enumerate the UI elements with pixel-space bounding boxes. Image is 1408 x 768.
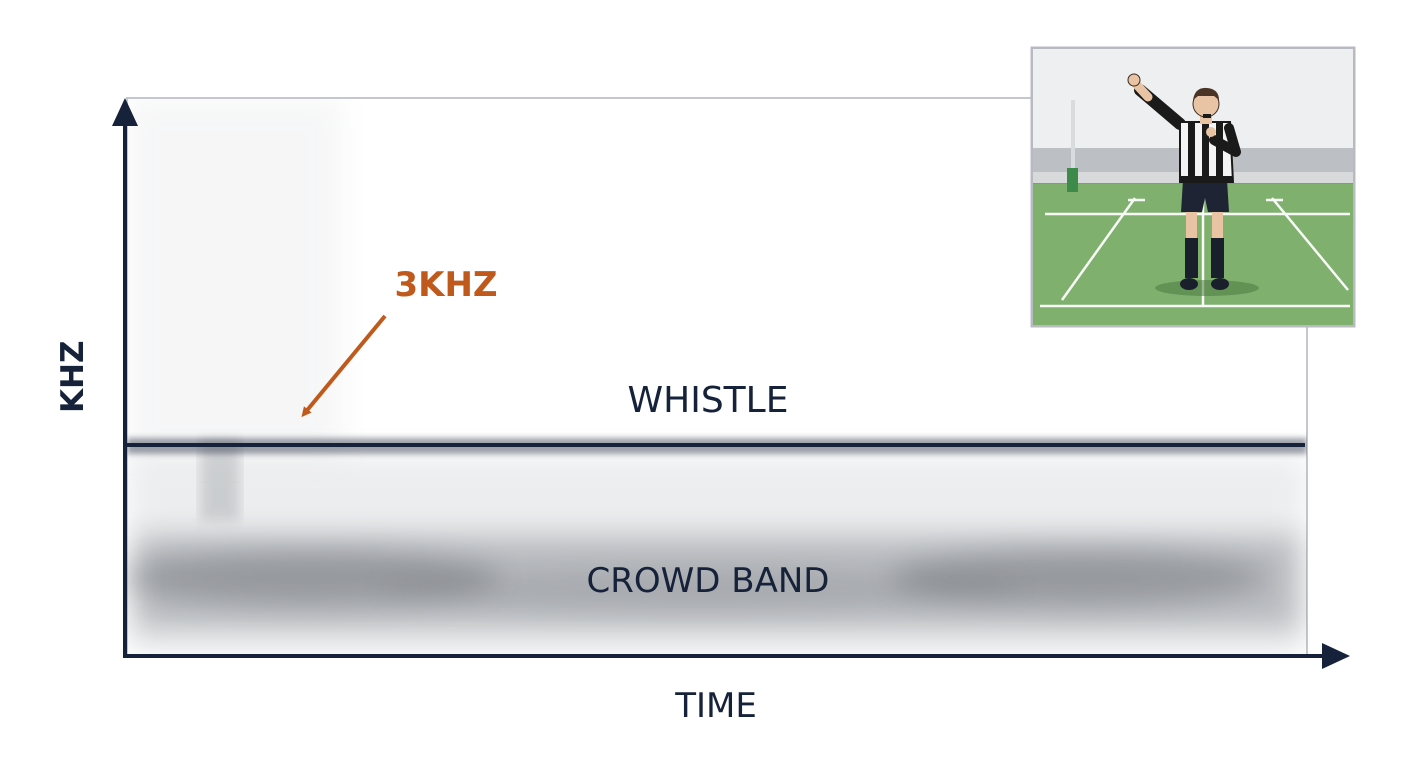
x-axis-label: TIME [675,686,757,726]
y-axis-label: KHZ [55,340,91,413]
y-axis [112,98,138,658]
referee-inset [1030,46,1356,328]
x-axis [123,643,1350,669]
frequency-callout-label: 3KHZ [394,265,498,305]
crowd-band-label: CROWD BAND [586,561,830,601]
spectrogram-noise [127,98,1307,655]
whistle-label: WHISTLE [627,380,789,421]
referee-figure [1127,73,1241,290]
frequency-callout-arrow [301,314,387,418]
y-axis-arrowhead [112,98,138,126]
x-axis-arrowhead [1322,643,1350,669]
